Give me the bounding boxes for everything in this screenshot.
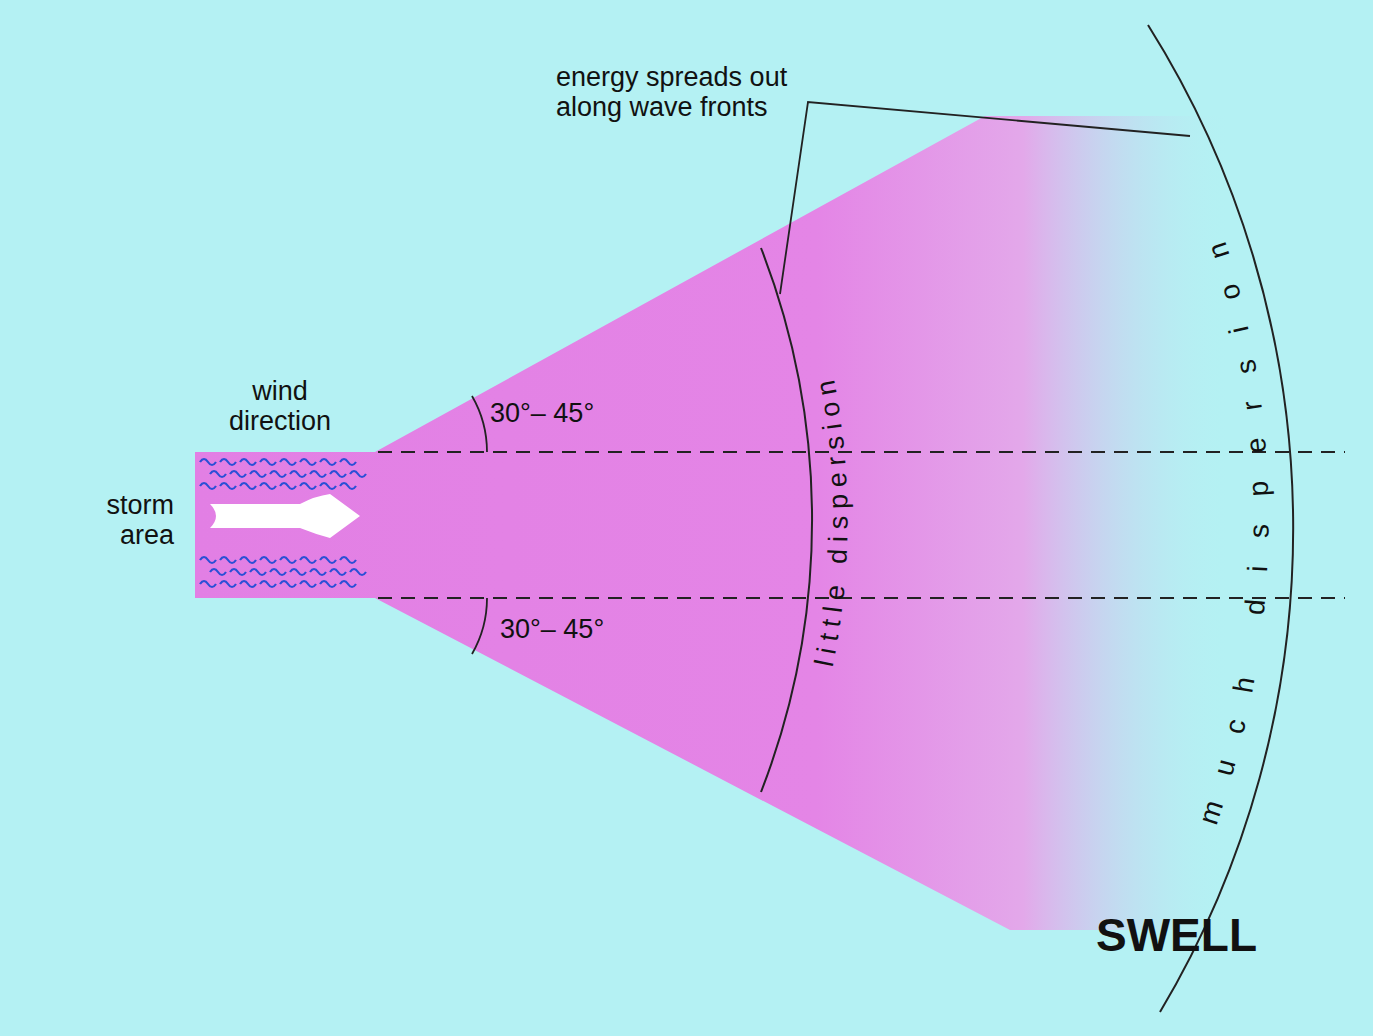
storm-waves [200, 459, 366, 587]
wave-front-label: much dispersion [1192, 212, 1274, 828]
wave-stroke [300, 557, 316, 563]
wave-stroke [240, 483, 256, 489]
wave-stroke [270, 569, 286, 575]
wind-label: wind direction [200, 376, 360, 436]
wave-stroke [270, 471, 286, 477]
wave-stroke [260, 557, 276, 563]
wave-stroke [320, 581, 336, 587]
wave-stroke [350, 471, 366, 477]
wave-stroke [340, 581, 356, 587]
wave-front-arc [1148, 25, 1293, 1012]
wave-stroke [280, 459, 296, 465]
wave-stroke [260, 459, 276, 465]
wave-stroke [260, 581, 276, 587]
wave-stroke [240, 459, 256, 465]
wave-front-label: little dispersion [809, 371, 854, 669]
angle-label: 30°– 45° [490, 398, 620, 428]
wave-stroke [220, 581, 236, 587]
angle-arc [472, 396, 487, 452]
wave-stroke [300, 581, 316, 587]
angle-label: 30°– 45° [500, 614, 630, 644]
wave-stroke [220, 459, 236, 465]
wave-stroke [250, 569, 266, 575]
wave-stroke [230, 471, 246, 477]
wave-stroke [290, 569, 306, 575]
wave-stroke [280, 581, 296, 587]
axis-dashes [378, 452, 1345, 598]
storm-label: storm area [60, 490, 174, 550]
wave-stroke [210, 569, 226, 575]
wave-stroke [240, 581, 256, 587]
wave-stroke [220, 557, 236, 563]
angle-arc [472, 598, 487, 654]
wave-stroke [340, 483, 356, 489]
wave-stroke [200, 581, 216, 587]
wave-stroke [330, 569, 346, 575]
wave-stroke [220, 483, 236, 489]
wave-stroke [260, 483, 276, 489]
callout-label: energy spreads out along wave fronts [556, 62, 836, 122]
wave-stroke [340, 459, 356, 465]
wave-front-label: little dispersion [809, 371, 854, 669]
wave-stroke [280, 557, 296, 563]
leader-line [780, 102, 1190, 294]
wave-stroke [320, 483, 336, 489]
wave-stroke [340, 557, 356, 563]
wave-stroke [310, 471, 326, 477]
wave-stroke [240, 557, 256, 563]
wave-stroke [300, 483, 316, 489]
wave-front-label: much dispersion [1192, 212, 1274, 828]
wave-stroke [200, 459, 216, 465]
wave-stroke [250, 471, 266, 477]
wave-stroke [210, 471, 226, 477]
wave-stroke [200, 557, 216, 563]
title-word: SWELL [1096, 910, 1316, 962]
wind-arrow [210, 494, 360, 538]
wave-stroke [280, 483, 296, 489]
energy-fan [195, 116, 1230, 930]
wave-stroke [310, 569, 326, 575]
wave-stroke [200, 483, 216, 489]
wave-stroke [330, 471, 346, 477]
wave-stroke [300, 459, 316, 465]
wave-stroke [320, 557, 336, 563]
wave-stroke [350, 569, 366, 575]
wave-stroke [230, 569, 246, 575]
wave-stroke [320, 459, 336, 465]
wave-stroke [290, 471, 306, 477]
wave-front-arc [761, 248, 812, 792]
